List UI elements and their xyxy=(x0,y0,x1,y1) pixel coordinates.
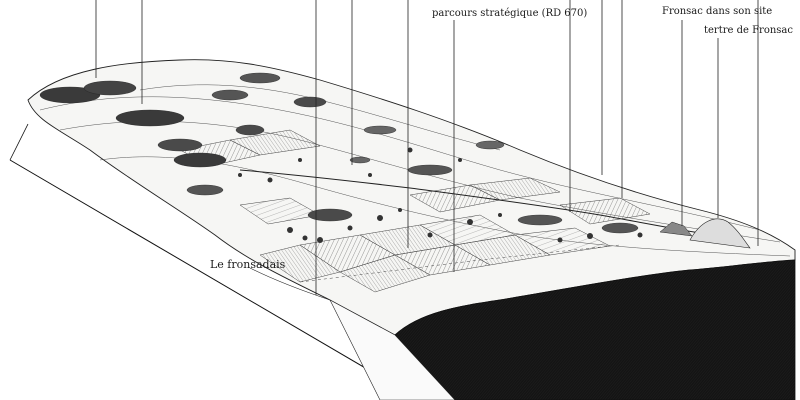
front-sections xyxy=(249,259,796,400)
fronsac-village xyxy=(659,221,693,237)
tertre-hill xyxy=(689,218,751,249)
label-parcours-strategique: parcours stratégique (RD 670) xyxy=(432,8,587,19)
label-fronsadais: Le fronsadais xyxy=(210,258,286,271)
block-outline xyxy=(9,123,421,400)
label-tertre-fronsac: tertre de Fronsac xyxy=(704,25,793,36)
woodland-clusters xyxy=(39,72,639,234)
scattered-trees xyxy=(238,147,643,243)
leader-lines xyxy=(95,0,759,295)
label-fronsac-site: Fronsac dans son site xyxy=(662,6,772,17)
road-rd670 xyxy=(239,169,721,283)
